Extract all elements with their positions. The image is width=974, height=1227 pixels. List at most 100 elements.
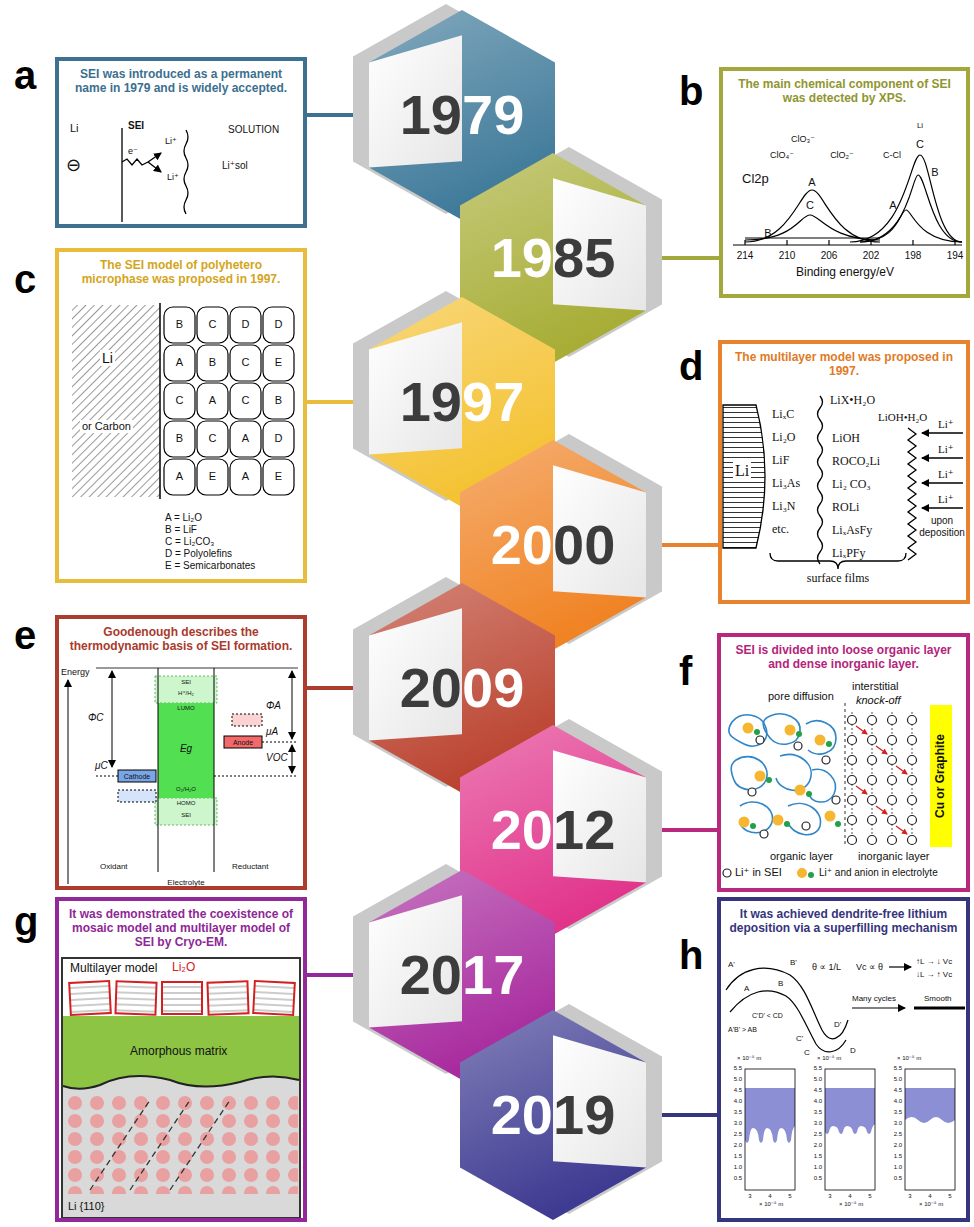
figure-label: 5.0 xyxy=(894,1076,902,1083)
figure-label: D xyxy=(242,318,250,331)
layer-sketch-part-part xyxy=(856,726,867,734)
legend-text: Li⁺ in SEI xyxy=(735,866,782,879)
figure-label: Li⁺ xyxy=(938,443,954,456)
figure-label: C xyxy=(242,356,250,369)
panel-letter: h xyxy=(679,932,703,978)
layer-sketch-part-part xyxy=(868,836,877,845)
mosaic-sketch-part xyxy=(197,459,228,495)
layer-sketch-part-part xyxy=(908,776,917,785)
figure-label: 5 xyxy=(948,1193,951,1200)
energy-diagram-part xyxy=(118,790,156,802)
layer-sketch-part-part xyxy=(822,756,830,764)
multilayer-sketch-part xyxy=(818,396,823,564)
layer-sketch-part-part xyxy=(773,815,784,826)
mosaic-sketch-part xyxy=(164,307,195,343)
mosaic-sketch-part xyxy=(72,305,160,497)
layer-sketch-part-part xyxy=(766,777,772,783)
figure-label: Reductant xyxy=(232,862,268,871)
figure-label: Many cycles xyxy=(852,994,896,1003)
mosaic-sketch-part xyxy=(230,383,261,419)
figure-label: E xyxy=(275,470,282,483)
sei-sketch-part xyxy=(122,159,148,165)
figure-label: D xyxy=(850,1046,856,1055)
energy-diagram-part xyxy=(158,703,214,798)
figure-label: LUMO xyxy=(177,705,194,712)
figure-label: Li⁺ xyxy=(938,493,954,506)
layer-sketch-part-part xyxy=(743,723,754,734)
panel-letter: d xyxy=(679,343,703,389)
layer-sketch-part-part xyxy=(815,735,826,746)
layer-sketch-part-part xyxy=(848,736,857,745)
figure-label: LiOH xyxy=(832,432,860,446)
figure-label: Li xyxy=(917,121,923,130)
mosaic-sketch-part xyxy=(230,307,261,343)
figure-label: or Carbon xyxy=(80,420,133,433)
layer-sketch-part-part xyxy=(888,736,897,745)
layer-sketch-part-part xyxy=(908,816,917,825)
timeline-panel: SEI was introduced as a permanent name i… xyxy=(55,57,307,228)
figure-label: LiF xyxy=(772,454,789,468)
figure-label: C'D' < CD xyxy=(752,1012,783,1020)
figure-label: × 10⁻⁵ m xyxy=(919,1201,943,1208)
figure-label: B xyxy=(176,432,183,445)
figure-label: A = Li₂O xyxy=(165,512,202,524)
layer-sketch-part-part xyxy=(729,715,767,746)
figure-label: D xyxy=(275,318,283,331)
layer-sketch-part-part xyxy=(731,757,767,790)
xps-spectrum-part xyxy=(912,240,913,245)
sei-sketch xyxy=(122,128,188,222)
layer-sketch-part-part xyxy=(806,791,812,797)
figure-label: B xyxy=(176,318,183,331)
cryo-em-sketch-part xyxy=(62,958,300,1218)
xps-spectrum-part xyxy=(786,240,787,245)
mosaic-sketch-part xyxy=(197,383,228,419)
figure-label: D' xyxy=(834,1020,841,1029)
layer-sketch-part-part xyxy=(848,796,857,805)
panel-letter: b xyxy=(679,68,703,114)
xps-spectrum-part xyxy=(828,240,829,245)
figure-label: SOLUTION xyxy=(228,124,279,136)
panel-heading: The SEI model of polyhetero microphase w… xyxy=(59,252,303,286)
figure-label: e⁻ xyxy=(128,146,138,156)
layer-sketch-part-part xyxy=(760,830,768,838)
figure-label: C xyxy=(176,394,184,407)
layer-sketch-part xyxy=(852,712,912,845)
figure-label: Li₃N xyxy=(772,500,796,514)
panel-heading: Goodenough describes the thermodynamic b… xyxy=(59,619,303,653)
multilayer-sketch xyxy=(723,396,963,569)
figure-label: B xyxy=(275,394,282,407)
figure-label: B xyxy=(209,356,216,369)
multilayer-sketch-part xyxy=(908,428,916,560)
figure-label: 3.0 xyxy=(894,1120,902,1127)
figure-label: Li⁺ xyxy=(167,172,179,182)
layer-sketch-part-part xyxy=(796,731,802,737)
year-number: 2012 xyxy=(491,802,616,858)
figure-label: Li xyxy=(733,462,751,480)
figure-label: E = Semicarbonates xyxy=(165,560,255,572)
mosaic-sketch-part xyxy=(164,345,195,381)
mosaic-sketch-part xyxy=(197,345,228,381)
xps-spectrum-part xyxy=(850,155,962,242)
layer-sketch-part xyxy=(748,716,917,845)
layer-sketch-part-part xyxy=(908,736,917,745)
superfilling-sketch-part xyxy=(889,966,911,967)
figure-label: 1.0 xyxy=(894,1164,902,1171)
superfilling-sketch-part xyxy=(825,1069,875,1190)
multilayer-sketch-part xyxy=(922,482,963,483)
figure-label: Li⁺ xyxy=(938,418,954,431)
figure-label: E xyxy=(275,356,282,369)
cryo-em-sketch-part xyxy=(63,1016,299,1089)
figure-label: 5.0 xyxy=(734,1076,742,1083)
mosaic-sketch-part xyxy=(263,307,294,343)
layer-sketch-part xyxy=(750,729,841,829)
figure-label: 5.5 xyxy=(734,1065,742,1072)
cryo-em-sketch-part-part xyxy=(115,981,156,1014)
year-number: 2017 xyxy=(400,947,525,1003)
figure-label: C-Cl xyxy=(883,150,901,160)
layer-sketch-part xyxy=(930,705,952,847)
layer-sketch-part-part xyxy=(868,776,877,785)
figure-label: ClO₄⁻ xyxy=(770,150,794,160)
figure-label: 0.5 xyxy=(814,1175,822,1182)
